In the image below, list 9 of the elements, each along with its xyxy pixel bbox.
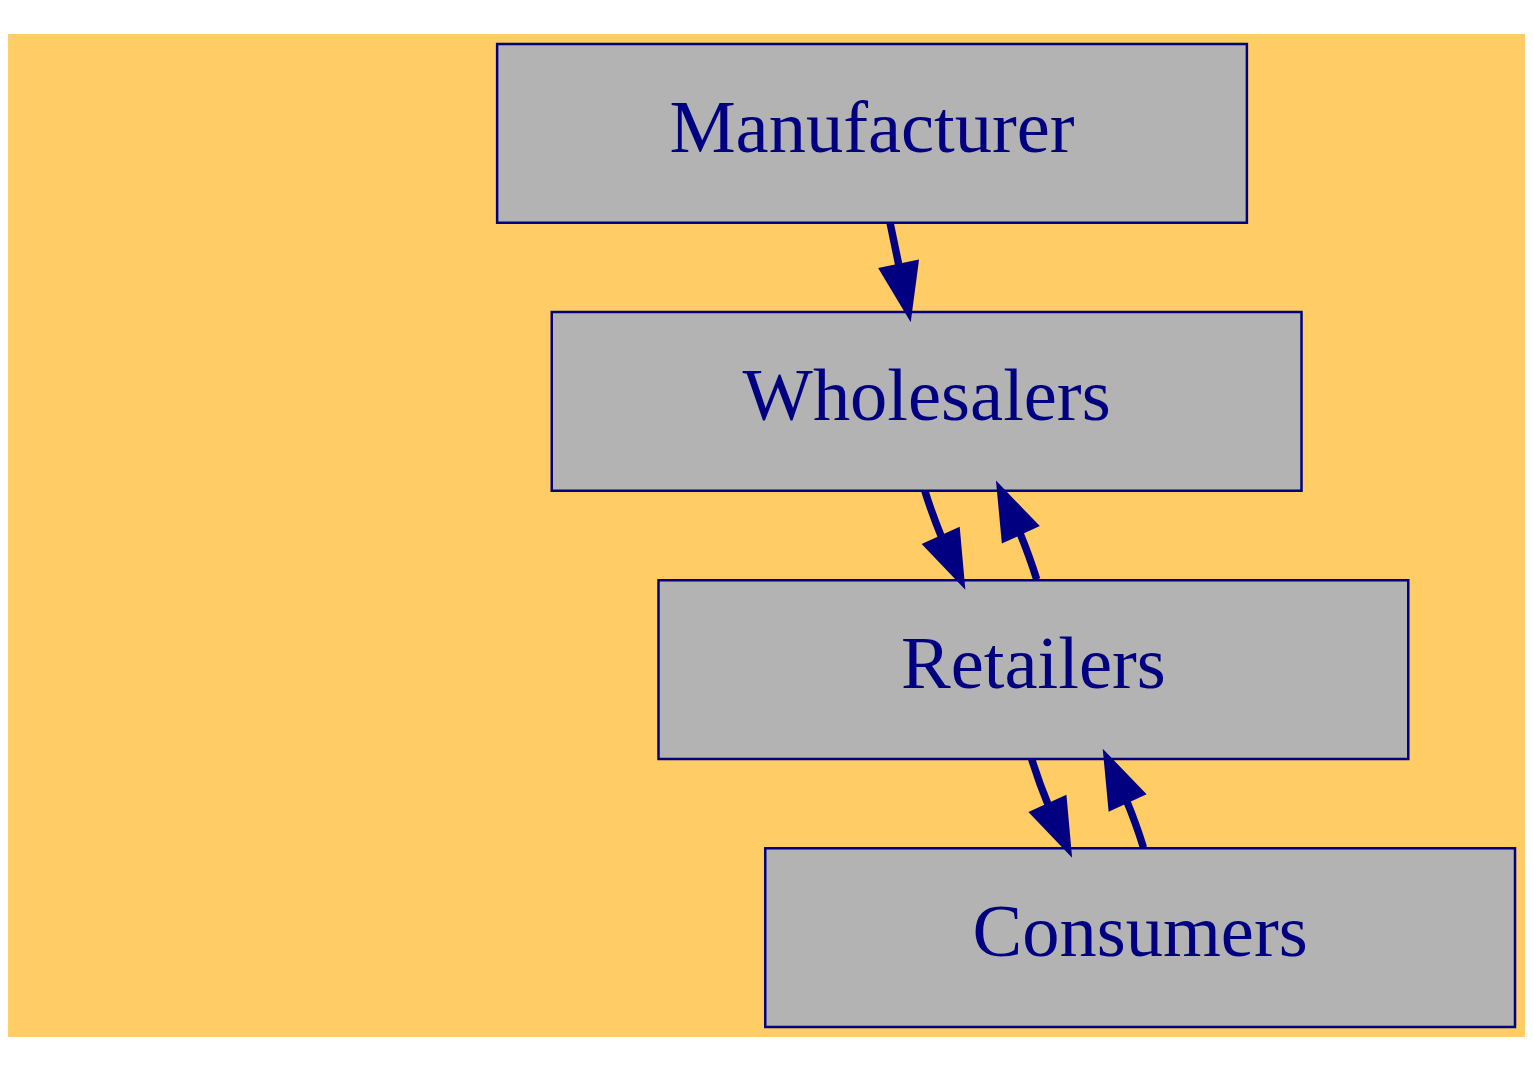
arrow	[1028, 757, 1073, 858]
arrow	[995, 480, 1041, 581]
arrow	[921, 489, 966, 590]
node-box: Retailers	[657, 578, 1410, 761]
node-box: Manufacturer	[495, 42, 1249, 224]
arrow	[1102, 748, 1147, 849]
node-box: Wholesalers	[550, 310, 1303, 493]
node-box: Consumers	[764, 847, 1517, 1029]
arrow	[878, 221, 920, 323]
